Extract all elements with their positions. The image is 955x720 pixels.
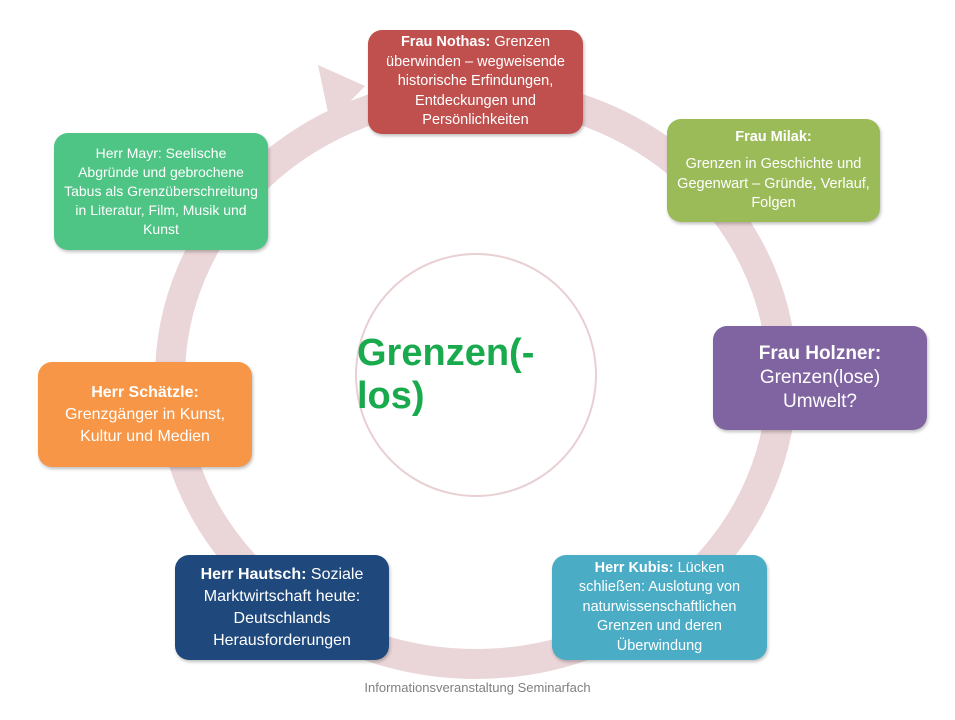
box-milak: Frau Milak: Grenzen in Geschichte und Geg… [667,119,880,222]
box-name: Herr Schätzle: [91,383,199,401]
box-text: Lücken schließen: Auslotung von naturwis… [578,559,741,654]
box-text: Soziale Marktwirtschaft heute: Deutschla… [203,565,364,649]
box-schaetzle: Herr Schätzle: Grenzgänger in Kunst, Kult… [38,362,252,467]
cycle-arrowhead-icon [318,65,365,122]
center-circle: Grenzen(-los) [355,253,597,497]
center-title: Grenzen(-los) [357,332,535,417]
box-name: Herr Mayr: [95,145,162,161]
box-name: Herr Kubis: [594,559,674,576]
box-name: Frau Nothas: [400,34,491,51]
box-holzner: Frau Holzner: Grenzen(lose) Umwelt? [713,326,927,430]
box-nothas: Frau Nothas: Grenzen überwinden – wegwei… [368,30,583,134]
box-text: Grenzen überwinden – wegweisende histori… [386,34,565,129]
box-text: Grenzen in Geschichte und Gegenwart – Gr… [677,156,870,211]
box-name: Frau Milak: [735,128,812,145]
box-name: Herr Hautsch: [200,565,307,583]
footer-text: Informationsveranstaltung Seminarfach [364,680,591,695]
box-kubis: Herr Kubis: Lücken schließen: Auslotung … [552,555,767,660]
box-hautsch: Herr Hautsch: Soziale Marktwirtschaft he… [175,555,389,660]
box-mayr: Herr Mayr: Seelische Abgründe und gebroc… [54,133,268,250]
box-text: Grenzen(lose) Umwelt? [759,367,881,412]
box-name: Frau Holzner: [758,343,882,364]
box-text: Grenzgänger in Kunst, Kultur und Medien [64,405,226,445]
box-text: Seelische Abgründe und gebrochene Tabus … [64,145,258,237]
